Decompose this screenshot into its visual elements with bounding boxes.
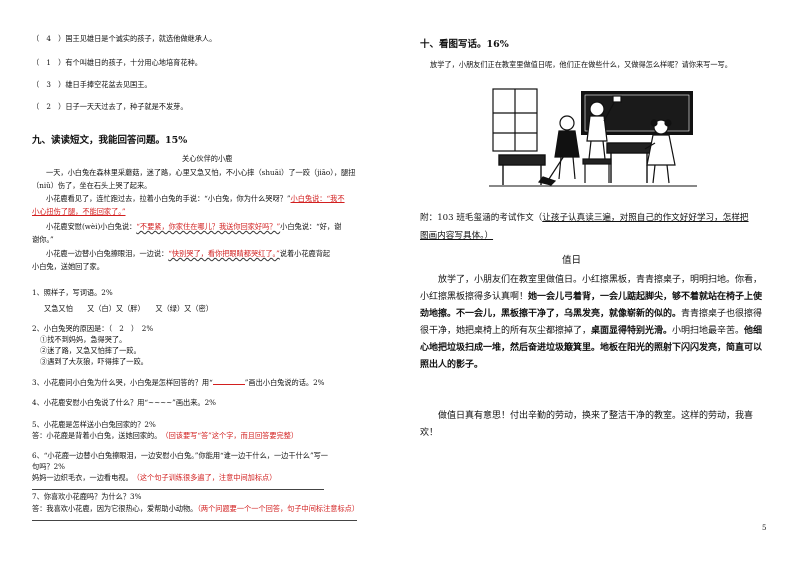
deer-comfort-wavy: “不要紧，你家住在哪儿？我送你回家好吗？”: [136, 222, 281, 231]
question-5: 5、小花鹿是怎样送小白兔回家的？2%: [32, 420, 156, 429]
writing-prompt: 放学了，小朋友们正在教室里做值日呢，他们正在做些什么，又做得怎么样呢？请你来写一…: [430, 60, 732, 69]
page-number: 5: [762, 524, 767, 532]
essay-paragraph-2: 做值日真有意思！付出辛勤的劳动，换来了整洁干净的教室。这样的劳动，我喜欢！: [420, 411, 754, 438]
answer-line-2: [32, 520, 357, 521]
question-5-answer: 答：小花鹿是背着小白兔，送她回家的。 （回该要写“答”这个字，而且回答要完整）: [32, 431, 299, 440]
ordering-item-1: （ 4 ）国王见雄日是个诚实的孩子，就选他做继承人。: [32, 34, 217, 43]
story-paragraph-2b: 小心扭伤了腿，不能回家了。”: [32, 207, 126, 216]
question-5-teacher-note: （回该要写“答”这个字，而且回答要完整）: [164, 431, 299, 440]
classroom-cleaning-illustration: [489, 83, 697, 187]
story-paragraph-3b: 谢你。”: [32, 235, 54, 244]
story-title: 关心伙伴的小鹿: [182, 154, 233, 163]
answer-line-1: [32, 489, 324, 490]
ordering-item-4: （ 2 ）日子一天天过去了，种子就是不发芽。: [32, 102, 188, 111]
section-9-title: 九、读读短文，我能回答问题。15%: [32, 135, 188, 146]
question-6b: 句吗？2%: [32, 462, 65, 471]
story-paragraph-2a: 小花鹿看见了，连忙跑过去，拉着小白兔的手说：“小白兔，你为什么哭呀？”小白兔说：…: [46, 194, 345, 203]
story-paragraph-3a: 小花鹿安慰(wèi)小白兔说：“不要紧，你家住在哪儿？我送你回家好吗？”小白兔说…: [46, 222, 342, 231]
question-2-option-1: ①找不到妈妈，急得哭了。: [40, 335, 127, 344]
question-7-answer: 答：我喜欢小花鹿，因为它很热心，爱帮助小动物。（两个问题要一个一个回答，句子中间…: [32, 504, 360, 513]
question-7-teacher-note: （两个问题要一个一个回答，句子中间标注意标点）: [197, 504, 360, 513]
essay-paragraph-1: 放学了，小朋友们在教室里做值日。小红擦黑板，青青擦桌子，明明扫地。你看，小红擦黑…: [420, 275, 763, 370]
question-4: 4、小花鹿安慰小白兔说了什么？用“~~~~”画出来。2%: [32, 398, 216, 407]
story-paragraph-4a: 小花鹿一边替小白兔擦眼泪，一边说：“快别哭了，看你把眼睛都哭红了。”说着小花鹿背…: [46, 249, 331, 258]
question-1-answer: 又急又怕 又（白）又（胖） 又（绿）又（密）: [44, 304, 213, 313]
question-3: 3、小花鹿问小白兔为什么哭，小白兔是怎样回答的？用“”画出小白兔说的话。2%: [32, 378, 325, 387]
sample-essay-note-2: 图画内容写具体。）: [420, 231, 494, 241]
question-6-answer: 妈妈一边织毛衣，一边看电视。 （这个句子训练很多遍了，注意中间加标点）: [32, 473, 277, 482]
sample-essay-note: 附：103 班毛玺涵的考试作文（让孩子认真读三遍，对照自己的作文好好学习，怎样把: [420, 213, 749, 223]
question-6a: 6、“小花鹿一边替小白兔擦眼泪，一边安慰小白兔。”你能用“谁一边干什么，一边干什…: [32, 451, 328, 460]
story-paragraph-1b: （niǔ）伤了，坐在石头上哭了起来。: [32, 181, 152, 190]
question-6-teacher-note: （这个句子训练很多遍了，注意中间加标点）: [136, 473, 277, 482]
section-10-title: 十、看图写话。16%: [420, 39, 509, 50]
question-1: 1、照样子，写词语。2%: [32, 288, 113, 297]
essay-title: 值日: [562, 255, 582, 266]
question-2-option-3: ③遇到了大灰狼，吓得摔了一跤。: [40, 357, 148, 366]
story-paragraph-4b: 小白兔，送她回了家。: [32, 262, 104, 271]
question-7: 7、你喜欢小花鹿吗？为什么？3%: [32, 492, 142, 501]
question-2: 2、小白兔哭的原因是：（ 2 ） 2%: [32, 324, 154, 333]
story-paragraph-1a: 一天，小白兔在森林里采蘑菇，迷了路，心里又急又怕，不小心摔（shuāi）了一跤（…: [46, 168, 356, 177]
sample-essay-note-underlined: 让孩子认真读三遍，对照自己的作文好好学习，怎样把: [542, 213, 749, 223]
deer-comfort-2-wavy: “快别哭了，看你把眼睛都哭红了。”: [168, 249, 280, 258]
ordering-item-3: （ 3 ）雄日手捧空花盆去见国王。: [32, 80, 152, 89]
ordering-item-2: （ 1 ）有个叫雄日的孩子，十分用心地培育花种。: [32, 58, 202, 67]
underline-sample: [212, 378, 245, 385]
rabbit-answer-underlined: 小白兔说：“我不: [290, 194, 345, 203]
question-2-option-2: ②迷了路，又急又怕摔了一跤。: [40, 346, 141, 355]
